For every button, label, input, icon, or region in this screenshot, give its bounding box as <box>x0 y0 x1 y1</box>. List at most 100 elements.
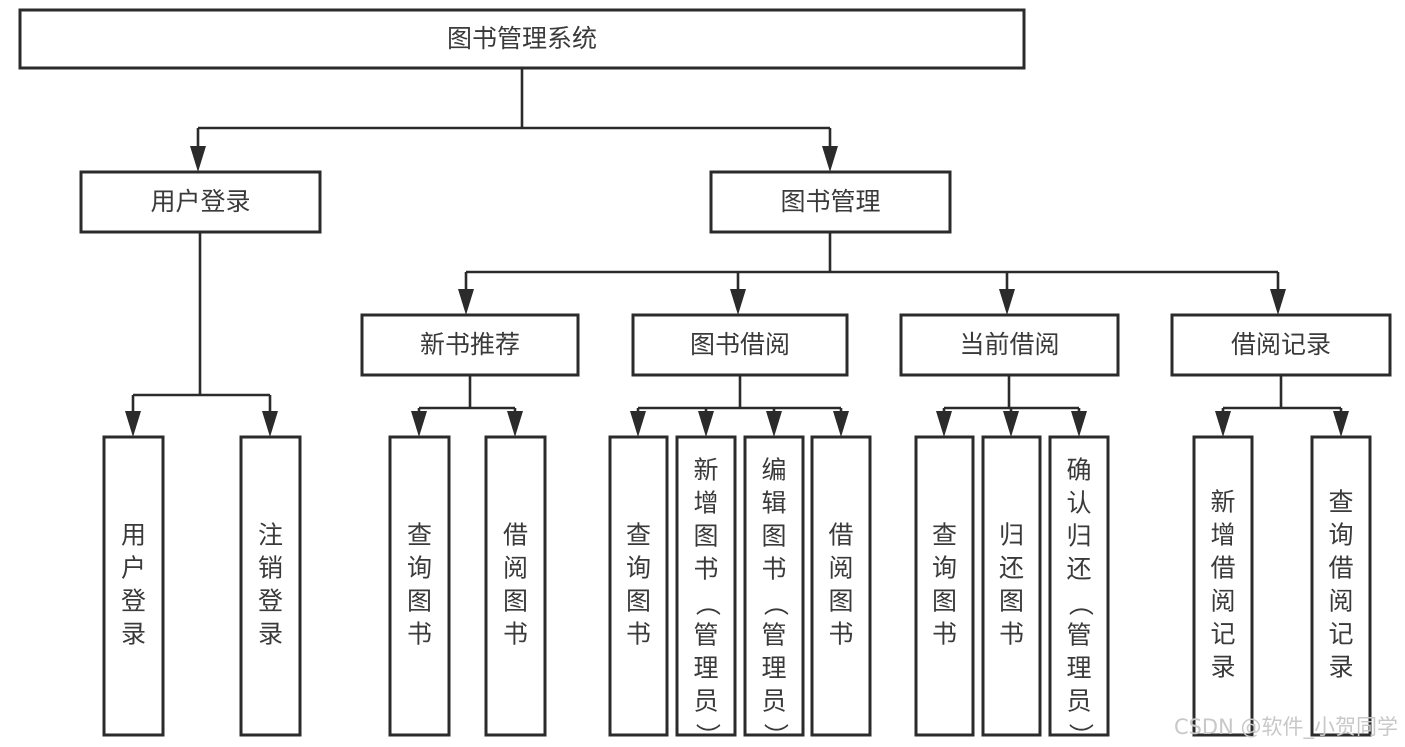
arrowhead-icon <box>936 411 952 437</box>
node-label-char: 录 <box>1328 653 1353 682</box>
node-box-leaf-query-book-1[interactable] <box>388 435 451 737</box>
node-label-char: 借 <box>1210 554 1235 583</box>
node-label-char: 管 <box>693 621 718 650</box>
node-leaf-user-login[interactable]: 用户登录 <box>102 435 165 737</box>
arrowhead-icon <box>766 411 782 437</box>
node-box-leaf-borrow-book-1[interactable] <box>484 435 547 737</box>
node-label-char: 理 <box>693 654 718 683</box>
node-box-leaf-add-borrow-record[interactable] <box>1192 435 1254 737</box>
node-label-char: 理 <box>1066 654 1091 683</box>
node-box-current-borrow[interactable] <box>899 313 1120 377</box>
node-box-leaf-user-logout[interactable] <box>239 435 302 737</box>
node-label-char: 认 <box>1066 489 1091 518</box>
connector-book-manage <box>458 232 1286 315</box>
node-label-char: 录 <box>1210 653 1235 682</box>
node-box-leaf-confirm-return-admin[interactable] <box>1048 435 1110 737</box>
node-box-leaf-edit-book-admin[interactable] <box>743 435 805 737</box>
node-label-char: 辑 <box>761 489 786 518</box>
node-label-char: 图 <box>828 587 853 616</box>
node-label-char: （ <box>693 591 722 616</box>
arrowhead-icon <box>1071 411 1087 437</box>
node-label-char: 阅 <box>1210 587 1235 616</box>
arrowhead-icon <box>999 289 1015 315</box>
node-current-borrow[interactable]: 当前借阅 <box>899 313 1120 377</box>
node-label-char: 图 <box>761 522 786 551</box>
node-label-char: 查 <box>932 521 957 550</box>
node-box-user-login[interactable] <box>79 170 322 234</box>
node-label-char: 录 <box>121 620 146 649</box>
node-label-char: 书 <box>626 620 651 649</box>
node-label-leaf-user-login: 用户登录 <box>121 521 146 649</box>
connector-root <box>190 68 838 172</box>
node-box-leaf-query-book-3[interactable] <box>914 435 975 737</box>
node-box-leaf-query-book-2[interactable] <box>608 435 669 737</box>
node-label-book-manage: 图书管理 <box>780 187 880 216</box>
node-borrow-record[interactable]: 借阅记录 <box>1170 313 1392 377</box>
node-label-borrow-record: 借阅记录 <box>1231 330 1331 359</box>
node-new-book-recommend[interactable]: 新书推荐 <box>360 313 580 377</box>
node-label-char: 借 <box>828 521 853 550</box>
node-label-root: 图书管理系统 <box>447 24 597 53</box>
node-box-borrow-record[interactable] <box>1170 313 1392 377</box>
node-root[interactable]: 图书管理系统 <box>18 8 1026 70</box>
connector-book-borrow <box>630 375 849 437</box>
node-box-leaf-user-login[interactable] <box>102 435 165 737</box>
node-label-char: 图 <box>693 522 718 551</box>
arrowhead-icon <box>730 289 746 315</box>
arrowhead-icon <box>1270 289 1286 315</box>
arrowhead-icon <box>1333 411 1349 437</box>
node-label-char: 还 <box>1066 555 1091 584</box>
node-label-char: ） <box>761 723 790 747</box>
node-label-char: 用 <box>121 521 146 550</box>
connector-current-borrow <box>936 375 1087 437</box>
node-book-manage[interactable]: 图书管理 <box>709 170 952 234</box>
node-box-book-manage[interactable] <box>709 170 952 234</box>
connector-user-login <box>125 232 278 437</box>
node-book-borrow[interactable]: 图书借阅 <box>631 313 849 377</box>
node-label-char: （ <box>761 591 790 616</box>
node-box-new-book-recommend[interactable] <box>360 313 580 377</box>
node-label-char: 归 <box>1066 522 1091 551</box>
node-box-root[interactable] <box>18 8 1026 70</box>
node-box-leaf-return-book[interactable] <box>981 435 1042 737</box>
node-label-char: 归 <box>999 521 1024 550</box>
node-label-new-book-recommend: 新书推荐 <box>420 330 520 359</box>
node-label-char: 新 <box>1210 488 1235 517</box>
node-box-book-borrow[interactable] <box>631 313 849 377</box>
node-label-char: 书 <box>761 555 786 584</box>
arrowhead-icon <box>698 411 714 437</box>
node-label-char: 图 <box>626 587 651 616</box>
node-label-char: 编 <box>761 456 786 485</box>
arrowhead-icon <box>833 411 849 437</box>
node-label-char: 员 <box>1066 687 1091 716</box>
node-label-char: 增 <box>1210 521 1235 550</box>
node-box-leaf-add-book-admin[interactable] <box>675 435 737 737</box>
node-user-login[interactable]: 用户登录 <box>79 170 322 234</box>
csdn-watermark: CSDN @软件_小贺同学 <box>1174 715 1398 740</box>
node-box-leaf-query-borrow-record[interactable] <box>1310 435 1372 737</box>
node-label-char: 管 <box>761 621 786 650</box>
node-box-leaf-borrow-book-2[interactable] <box>810 435 872 737</box>
node-label-char: 图 <box>999 587 1024 616</box>
arrowhead-icon <box>1003 411 1019 437</box>
